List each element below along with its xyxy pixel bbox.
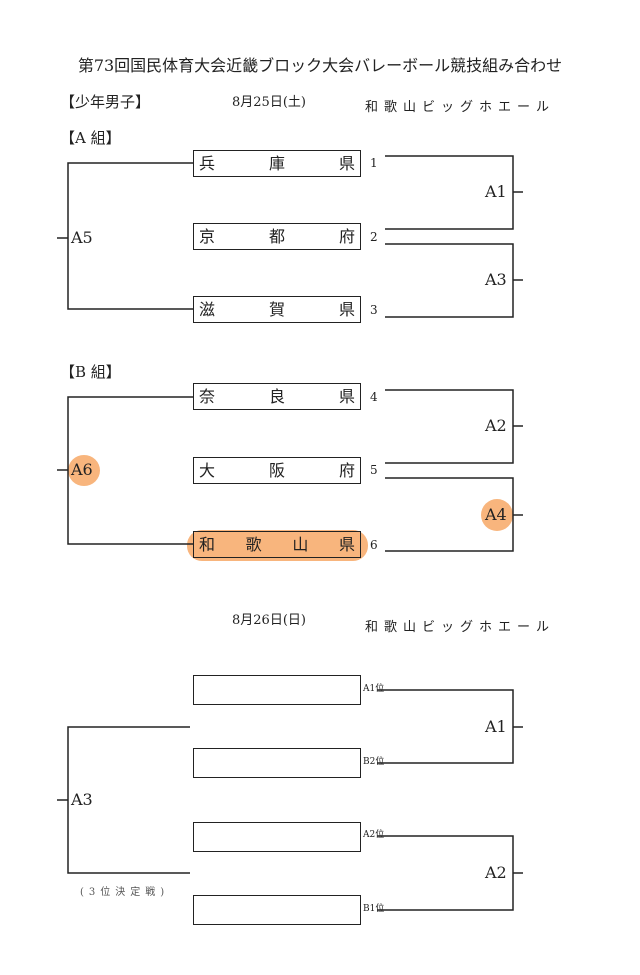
- final-match-a1: A1: [485, 717, 507, 736]
- slot-box-1: [193, 675, 361, 705]
- match-a3: A3: [485, 270, 507, 289]
- seed-5: 5: [370, 463, 378, 477]
- day2-venue: 和歌山ビッグホエール: [365, 620, 556, 635]
- team-box-4: 奈 良 県: [193, 383, 361, 410]
- seed-4: 4: [370, 390, 378, 404]
- match-a5: A5: [71, 228, 93, 247]
- highlight-a4: [481, 499, 513, 531]
- team-box-5: 大 阪 府: [193, 457, 361, 484]
- group-b-label: 【B 組】: [60, 363, 121, 381]
- team-box-2: 京 都 府: [193, 223, 361, 250]
- highlight-a6: [68, 455, 100, 486]
- slot-label-a1: A1位: [363, 684, 385, 694]
- final-match-a2: A2: [485, 863, 507, 882]
- match-a4: A4: [485, 505, 507, 524]
- seed-1: 1: [370, 156, 378, 170]
- slot-label-b1: B1位: [363, 904, 385, 914]
- day1-date: 8月25日(土): [232, 95, 306, 110]
- match-a6: A6: [71, 460, 93, 479]
- slot-box-2: [193, 748, 361, 778]
- team-box-3: 滋 賀 県: [193, 296, 361, 323]
- group-a-label: 【A 組】: [60, 129, 121, 147]
- final-match-a3: A3: [71, 790, 93, 809]
- page-title: 第73回国民体育大会近畿ブロック大会バレーボール競技組み合わせ: [77, 56, 563, 75]
- slot-label-a2: A2位: [363, 830, 385, 840]
- seed-2: 2: [370, 230, 378, 244]
- highlight-wakayama: [187, 530, 368, 561]
- seed-6: 6: [370, 538, 378, 552]
- slot-box-4: [193, 895, 361, 925]
- day2-date: 8月26日(日): [232, 613, 306, 628]
- slot-label-b2: B2位: [363, 757, 385, 767]
- slot-box-3: [193, 822, 361, 852]
- team-box-1: 兵 庫 県: [193, 150, 361, 177]
- match-a2: A2: [485, 416, 507, 435]
- seed-3: 3: [370, 303, 378, 317]
- day1-venue: 和歌山ビッグホエール: [365, 100, 556, 115]
- match-a1: A1: [485, 182, 507, 201]
- team-box-6: 和 歌 山 県: [193, 531, 361, 558]
- category-label: 【少年男子】: [60, 93, 151, 111]
- third-place-note: (3位決定戦): [80, 887, 170, 898]
